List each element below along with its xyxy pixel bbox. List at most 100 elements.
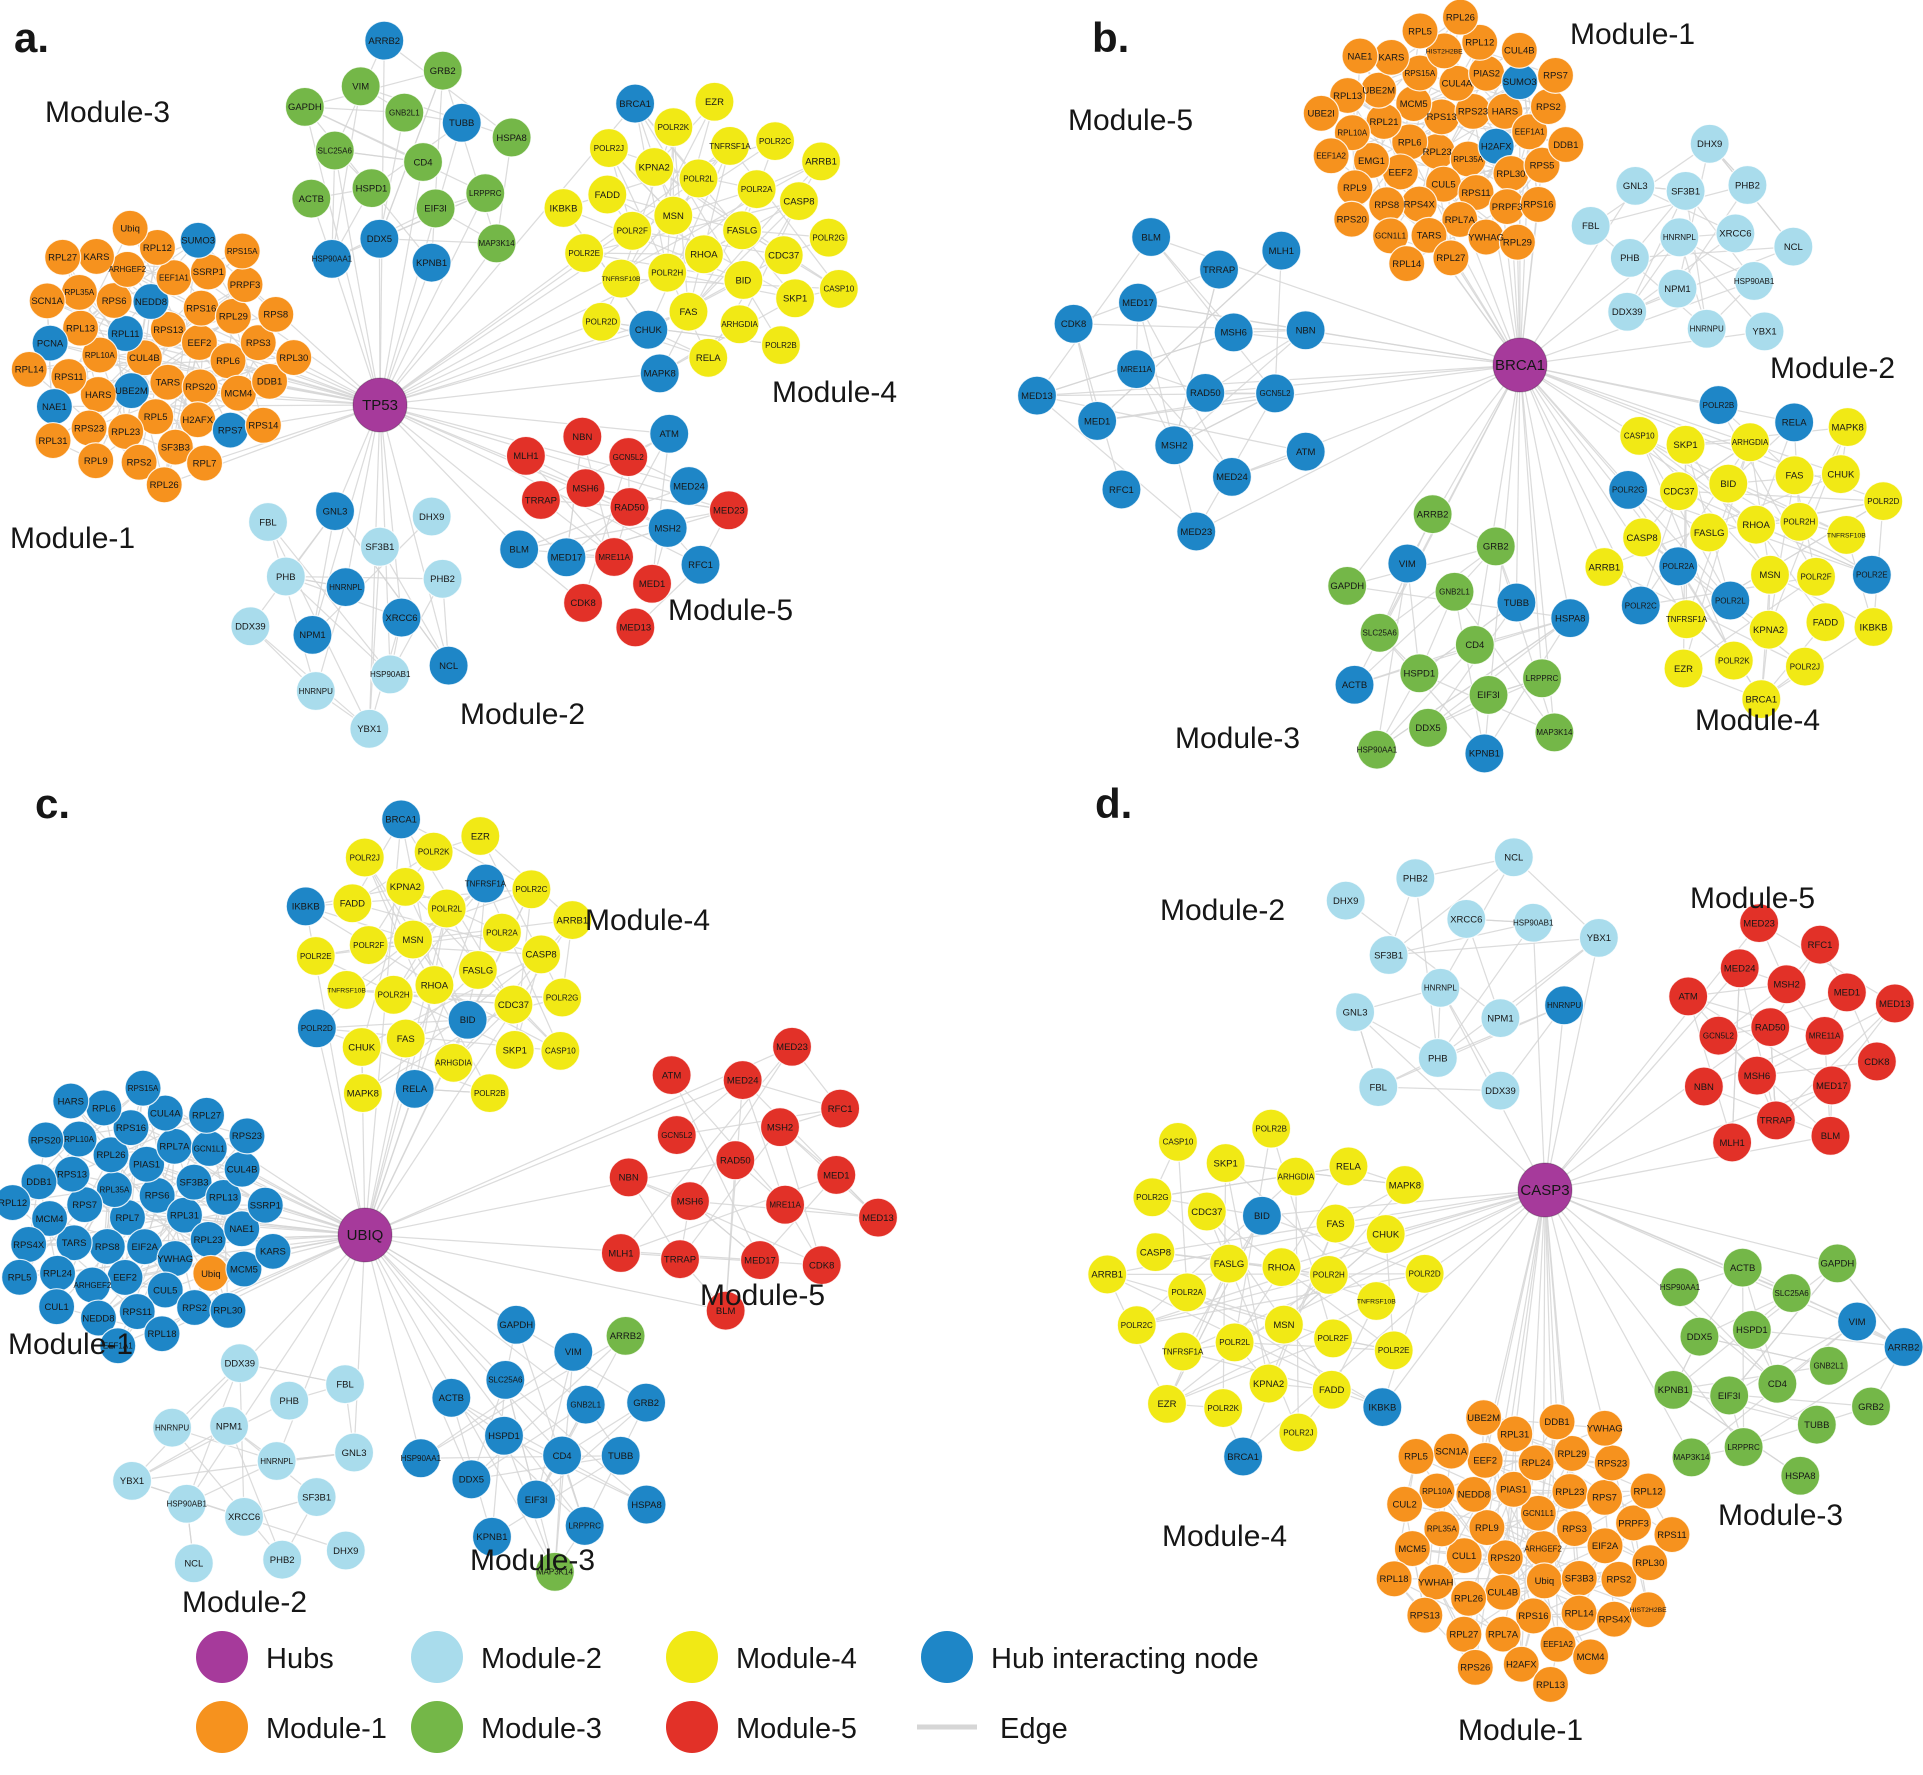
gene-node <box>588 127 630 169</box>
gene-node <box>801 1245 842 1286</box>
gene-node <box>137 398 175 436</box>
gene-node <box>1131 216 1172 258</box>
edge <box>131 1400 290 1482</box>
gene-node-label: RPS6 <box>145 1191 170 1202</box>
gene-node <box>778 181 820 222</box>
gene-node-label: SUMO3 <box>181 236 215 247</box>
gene-node-label: SKP1 <box>783 294 807 305</box>
gene-node-label: RPS15A <box>128 1084 159 1093</box>
edge <box>1544 1189 1558 1422</box>
gene-node <box>1352 141 1391 180</box>
gene-node-label: TUBB <box>608 1451 633 1462</box>
gene-node <box>359 218 400 259</box>
gene-node <box>1715 213 1756 254</box>
module-label: Module-1 <box>1458 1714 1583 1747</box>
gene-node <box>1578 917 1619 959</box>
gene-node <box>118 1292 156 1331</box>
gene-node-label: KPNB1 <box>1658 1385 1689 1396</box>
gene-node <box>1359 612 1400 653</box>
gene-node-label: HSPA8 <box>631 1500 661 1511</box>
gene-node-label: RPS11 <box>123 1307 152 1318</box>
gene-node-label: POLR2D <box>1409 1270 1441 1279</box>
edge <box>1233 331 1521 366</box>
gene-node-label: MED1 <box>1834 988 1860 999</box>
gene-node-label: DHX9 <box>333 1546 358 1557</box>
gene-node <box>1739 903 1780 944</box>
gene-node-label: FASLG <box>1214 1259 1245 1270</box>
gene-node <box>1609 237 1650 279</box>
gene-node <box>1157 1121 1199 1162</box>
module-label: Module-5 <box>700 1279 825 1312</box>
edge <box>267 521 317 692</box>
gene-node <box>615 83 656 124</box>
gene-node <box>721 210 763 251</box>
edge <box>1261 1215 1425 1275</box>
gene-node-label: POLR2L <box>431 904 462 913</box>
edge <box>628 1176 822 1266</box>
gene-node <box>219 1343 260 1384</box>
edge <box>420 1351 574 1459</box>
gene-node-label: CASP10 <box>823 285 854 294</box>
gene-node <box>1334 992 1376 1033</box>
gene-node-label: POLR2A <box>1662 562 1694 571</box>
edge <box>1739 968 1777 1121</box>
edge <box>729 145 840 290</box>
edge <box>364 984 436 1236</box>
gene-node-label: POLR2G <box>546 993 578 1002</box>
gene-node-label: MSH2 <box>654 523 680 534</box>
edge <box>689 1046 793 1202</box>
gene-node <box>1727 164 1768 206</box>
edge <box>311 511 336 636</box>
legend-label: Edge <box>1000 1713 1068 1745</box>
gene-node <box>1853 606 1894 648</box>
gene-node <box>1263 1304 1304 1345</box>
gene-node <box>1713 640 1754 681</box>
gene-node <box>1851 554 1892 595</box>
gene-node <box>1827 406 1868 448</box>
gene-node-label: RPS11 <box>54 372 83 383</box>
edge <box>364 1046 793 1236</box>
module-label: Module-4 <box>1695 704 1820 737</box>
gene-node <box>1572 1638 1610 1676</box>
edge <box>1385 1189 1546 1235</box>
gene-node <box>1584 546 1625 588</box>
edge <box>1096 250 1282 422</box>
gene-node <box>296 1008 337 1049</box>
edge <box>1166 1263 1230 1405</box>
gene-node <box>1423 1510 1461 1548</box>
gene-node-label: DHX9 <box>1697 139 1722 150</box>
edge <box>1743 1346 1904 1448</box>
gene-node-label: MRE11A <box>1809 1032 1841 1041</box>
gene-node <box>1719 948 1760 989</box>
gene-node <box>1312 1318 1354 1359</box>
edge <box>1728 1262 1838 1396</box>
edge <box>304 106 486 194</box>
gene-node <box>1722 1247 1763 1288</box>
gene-node-label: FBL <box>1582 221 1599 232</box>
gene-node-label: ATM <box>662 1070 681 1081</box>
gene-node-label: GNL3 <box>1343 1007 1368 1018</box>
gene-node <box>1432 239 1470 277</box>
gene-node-label: EIF2A <box>131 1242 158 1253</box>
edge <box>1437 937 1600 1059</box>
gene-node-label: NCL <box>1504 853 1523 864</box>
edge <box>334 510 450 667</box>
gene-node <box>491 117 532 158</box>
gene-node-label: NAE1 <box>42 402 67 413</box>
edge <box>379 404 567 558</box>
gene-node <box>1550 598 1591 639</box>
gene-node <box>1397 1437 1435 1476</box>
gene-node-label: BRCA1 <box>1745 694 1777 705</box>
gene-node-label: HSPD1 <box>1736 1325 1768 1336</box>
gene-node-label: RPL30 <box>279 353 308 364</box>
gene-node <box>166 1483 207 1524</box>
gene-node <box>1668 976 1709 1017</box>
edge <box>316 1028 366 1236</box>
edge <box>671 1074 786 1206</box>
edge <box>1515 364 1521 603</box>
gene-node <box>708 490 749 531</box>
gene-node <box>325 566 366 608</box>
edge <box>687 145 731 312</box>
gene-node-label: ARHGEF2 <box>74 1281 112 1290</box>
gene-node-label: RPL10A <box>64 1135 94 1144</box>
